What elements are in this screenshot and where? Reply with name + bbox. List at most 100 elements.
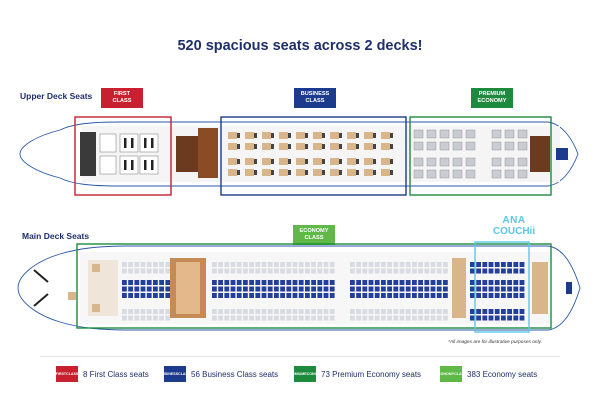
business-class-seat bbox=[279, 143, 288, 150]
ana-couchii-boundary bbox=[474, 241, 530, 333]
business-class-seat bbox=[347, 132, 356, 139]
premium-economy-seat bbox=[465, 157, 476, 167]
economy-seat bbox=[393, 280, 399, 285]
economy-seat bbox=[329, 262, 335, 267]
main-deck-seats bbox=[68, 258, 572, 321]
business-class-seat-back bbox=[288, 144, 291, 149]
business-class-seat bbox=[347, 158, 356, 165]
economy-seat bbox=[323, 280, 329, 285]
economy-seat bbox=[488, 262, 494, 267]
business-class-seat-back bbox=[254, 159, 257, 164]
economy-seat bbox=[418, 262, 423, 267]
economy-seat bbox=[488, 309, 494, 314]
economy-seat bbox=[494, 280, 500, 285]
business-class-seat bbox=[364, 143, 373, 150]
economy-seat bbox=[298, 268, 304, 274]
economy-seat bbox=[267, 293, 273, 298]
economy-seat bbox=[430, 280, 436, 285]
economy-seat bbox=[140, 315, 146, 321]
business-class-seat-back bbox=[339, 133, 342, 138]
economy-seat bbox=[128, 309, 133, 314]
business-class-seat-back bbox=[322, 133, 325, 138]
economy-seat bbox=[267, 268, 273, 274]
economy-seat bbox=[128, 262, 133, 267]
business-class-seat-back bbox=[305, 159, 308, 164]
economy-seat bbox=[430, 293, 436, 298]
economy-seat bbox=[134, 286, 140, 292]
economy-seat bbox=[418, 309, 423, 314]
economy-seat bbox=[218, 286, 223, 292]
economy-seat bbox=[476, 309, 481, 314]
economy-seat bbox=[298, 293, 304, 298]
economy-seat bbox=[405, 286, 411, 292]
economy-seat bbox=[249, 262, 254, 267]
economy-seat bbox=[513, 268, 519, 274]
economy-seat bbox=[494, 262, 500, 267]
economy-seat bbox=[274, 315, 279, 321]
economy-seat bbox=[292, 286, 298, 292]
first-class-suite bbox=[139, 133, 159, 153]
economy-seat bbox=[236, 262, 242, 267]
economy-seat bbox=[519, 262, 525, 267]
economy-seat bbox=[494, 293, 500, 298]
economy-seat bbox=[230, 293, 236, 298]
economy-seat bbox=[286, 262, 292, 267]
economy-seat bbox=[274, 286, 279, 292]
economy-seat bbox=[146, 268, 152, 274]
economy-seat bbox=[146, 293, 152, 298]
business-class-seat-back bbox=[356, 159, 359, 164]
economy-seat bbox=[381, 309, 386, 314]
economy-seat bbox=[323, 262, 329, 267]
galley-block bbox=[198, 128, 218, 178]
economy-seat bbox=[122, 309, 127, 314]
economy-seat bbox=[519, 293, 525, 298]
legend-label: 383 Economy seats bbox=[467, 369, 538, 379]
legend-swatch-line2: CLASS bbox=[178, 371, 191, 376]
economy-seat bbox=[374, 268, 380, 274]
economy-seat bbox=[381, 293, 386, 298]
economy-seat bbox=[488, 286, 494, 292]
economy-seat bbox=[255, 262, 261, 267]
economy-seat bbox=[368, 315, 374, 321]
economy-seat bbox=[165, 286, 171, 292]
economy-seat bbox=[298, 280, 304, 285]
economy-seat bbox=[261, 268, 267, 274]
economy-seat bbox=[140, 293, 146, 298]
economy-seat bbox=[443, 293, 448, 298]
economy-seat bbox=[159, 286, 164, 292]
economy-seat bbox=[350, 262, 355, 267]
economy-class-tag-line2: CLASS bbox=[304, 235, 324, 241]
premium-economy-seat bbox=[439, 141, 450, 151]
economy-seat bbox=[261, 293, 267, 298]
economy-seat bbox=[470, 268, 475, 274]
business-class-seat bbox=[313, 132, 322, 139]
premium-economy-seat bbox=[517, 157, 528, 167]
economy-seat bbox=[224, 262, 230, 267]
economy-seat bbox=[424, 268, 430, 274]
economy-seat bbox=[305, 293, 310, 298]
economy-seat bbox=[399, 262, 405, 267]
economy-seat bbox=[399, 315, 405, 321]
business-class-tag: BUSINESS CLASS bbox=[294, 88, 336, 108]
economy-seat bbox=[381, 268, 386, 274]
business-class-seat bbox=[364, 158, 373, 165]
premium-economy-seat bbox=[452, 129, 463, 139]
economy-seat bbox=[424, 286, 430, 292]
first-class-seat bbox=[131, 138, 134, 148]
economy-seat bbox=[230, 280, 236, 285]
first-class-boundary bbox=[74, 116, 172, 196]
economy-seat bbox=[128, 286, 133, 292]
economy-seat bbox=[317, 309, 323, 314]
economy-seat bbox=[280, 262, 285, 267]
economy-seat bbox=[153, 286, 158, 292]
economy-seat bbox=[267, 262, 273, 267]
economy-seat bbox=[329, 309, 335, 314]
business-class-seat bbox=[381, 169, 390, 176]
economy-seat bbox=[424, 262, 430, 267]
first-class-tag-line1: FIRST bbox=[113, 91, 131, 97]
legend-swatch-line1: ECONOMY bbox=[435, 371, 455, 376]
economy-seat bbox=[405, 309, 411, 314]
economy-seat bbox=[298, 286, 304, 292]
